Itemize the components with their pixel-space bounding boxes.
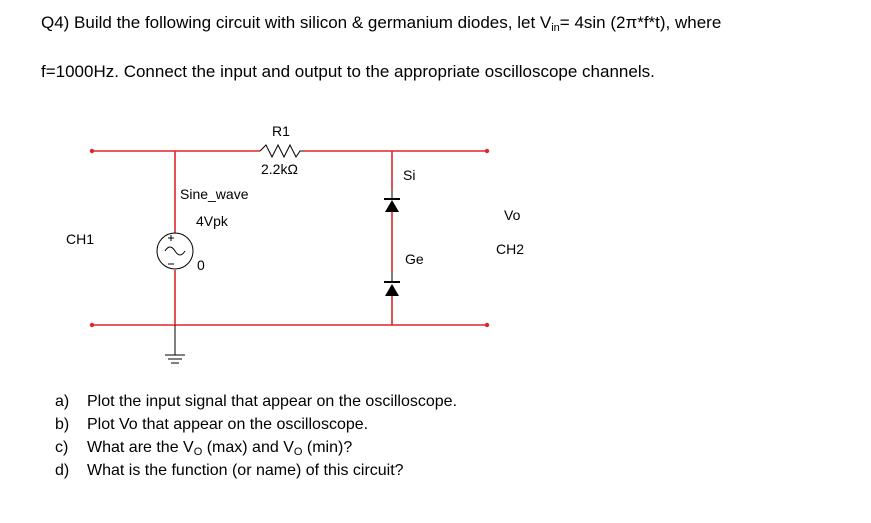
terminal-dots: [89, 148, 490, 328]
part-text-mid: (max) and V: [202, 439, 294, 456]
terminal-bottom-left: [89, 322, 95, 328]
part-letter: d): [55, 462, 70, 479]
ge-diode-icon: [384, 272, 400, 296]
diode-bottom-label: Ge: [405, 251, 424, 267]
resistor-icon: [259, 143, 304, 159]
part-letter: b): [55, 416, 70, 433]
ground-icon: [165, 325, 185, 364]
source-phase: 0: [197, 257, 205, 273]
output-channel-label: CH2: [496, 241, 524, 257]
question-prefix: Q4) Build the following circuit with sil…: [41, 13, 552, 32]
vo-subscript: O: [193, 446, 203, 458]
terminal-bottom-right: [484, 322, 490, 328]
part-a: a) Plot the input signal that appear on t…: [55, 393, 457, 416]
question-line-1: Q4) Build the following circuit with sil…: [41, 13, 721, 34]
terminal-top-left: [89, 148, 95, 154]
resistor-gap: [260, 142, 304, 160]
resistor-value: 2.2kΩ: [261, 161, 298, 177]
part-text: Plot Vo that appear on the oscilloscope.: [87, 416, 369, 433]
ac-source-icon: [156, 232, 194, 270]
question-parts: a) Plot the input signal that appear on t…: [55, 393, 457, 485]
resistor-name: R1: [272, 123, 290, 139]
part-letter: c): [55, 439, 69, 456]
question-line-2: f=1000Hz. Connect the input and output t…: [41, 62, 655, 81]
part-d: d) What is the function (or name) of this…: [55, 462, 457, 485]
vo-subscript: O: [293, 446, 303, 458]
part-letter: a): [55, 393, 70, 410]
diode-top-label: Si: [403, 167, 415, 183]
vin-subscript: in: [551, 22, 560, 34]
input-channel-label: CH1: [66, 231, 94, 247]
output-label: Vo: [504, 207, 521, 223]
terminal-top-right: [484, 148, 490, 154]
part-text-prefix: What are the V: [87, 439, 194, 456]
part-text-suffix: (min)?: [302, 439, 353, 456]
wires: [92, 150, 487, 326]
part-b: b) Plot Vo that appear on the oscilloscop…: [55, 416, 457, 439]
si-diode-icon: [384, 190, 400, 212]
part-c: c)What are the VO (max) and VO (min)?: [55, 439, 457, 462]
circuit-diagram: R1 2.2kΩ Sine_wave 4Vpk 0 Si Ge CH1 Vo C…: [66, 123, 524, 364]
source-amplitude: 4Vpk: [196, 213, 229, 229]
source-name: Sine_wave: [180, 186, 249, 202]
part-text: What is the function (or name) of this c…: [87, 462, 404, 479]
question-suffix: = 4sin (2π*f*t), where: [559, 13, 722, 32]
part-text: Plot the input signal that appear on the…: [87, 393, 458, 410]
